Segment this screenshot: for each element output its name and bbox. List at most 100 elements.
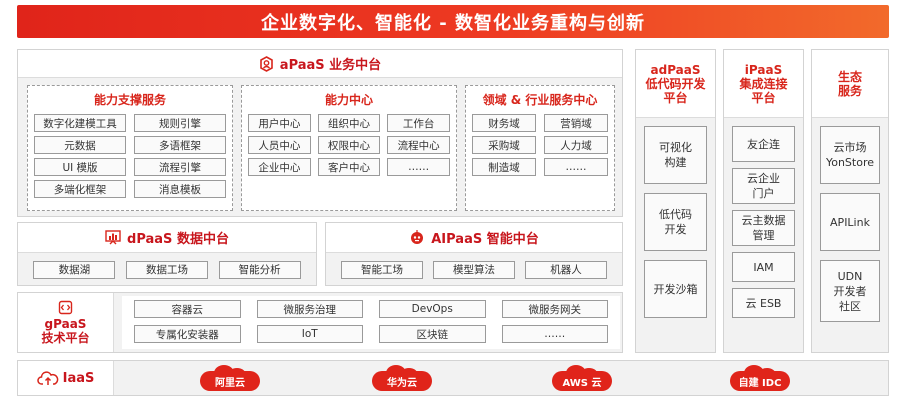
- aipaas-item: 模型算法: [433, 260, 515, 279]
- apaas-title: aPaaS 业务中台: [279, 58, 382, 73]
- ipaas-item-iam: IAM: [732, 252, 795, 282]
- center-item: 工作台: [387, 114, 450, 132]
- iaas-item-aliyun: 阿里云: [200, 365, 260, 391]
- ipaas-title-line: 平台: [751, 90, 776, 105]
- support-item: 元数据: [34, 136, 126, 154]
- support-item: UI 模版: [34, 158, 126, 176]
- iaas-item-idc: 自建 IDC: [730, 365, 790, 391]
- ipaas-item-line: 云 ESB: [745, 296, 782, 310]
- iaas-item-huawei: 华为云: [372, 365, 432, 391]
- ipaas-item-line: 管理: [752, 229, 775, 242]
- support-item: 多端化框架: [34, 180, 126, 198]
- gpaas-panel: gPaaS 技术平台 容器云 微服务治理 DevOps 微服务网关 专属化安装器…: [17, 292, 623, 353]
- ipaas-column: iPaaS 集成连接 平台 友企连 云企业门户 云主数据管理 IAM 云 ESB: [723, 49, 804, 353]
- center-item: 企业中心: [248, 158, 311, 176]
- ipaas-item-youqilian: 友企连: [732, 126, 795, 162]
- gpaas-title-line2: 技术平台: [41, 331, 90, 345]
- adpaas-column: adPaaS 低代码开发 平台 可视化构建 低代码开发 开发沙箱: [635, 49, 716, 353]
- app-icon: [259, 55, 273, 72]
- eco-title-line: 生态: [837, 69, 862, 84]
- center-item: 组织中心: [317, 114, 381, 132]
- eco-item-apilink: APILink: [820, 193, 880, 251]
- gpaas-item: ……: [501, 325, 608, 343]
- center-item: ……: [387, 158, 450, 176]
- gpaas-item: 区块链: [379, 325, 486, 343]
- adpaas-title-block: adPaaS 低代码开发 平台: [636, 50, 715, 118]
- eco-item-line: YonStore: [825, 156, 875, 169]
- support-item: 消息模板: [134, 180, 226, 198]
- iaas-item-label: 阿里云: [215, 377, 245, 389]
- adpaas-item-line: 开发沙箱: [653, 282, 698, 296]
- banner-title: 企业数字化、智能化 - 数智化业务重构与创新: [17, 5, 889, 38]
- domain-center-group: 领域 & 行业服务中心 财务域 营销域 采购域 人力域 制造域 ……: [465, 85, 615, 211]
- adpaas-item-line: 开发: [664, 223, 687, 236]
- gpaas-title-line1: gPaaS: [44, 317, 87, 331]
- ipaas-item-line: 云主数据: [741, 214, 786, 227]
- ipaas-item-esb: 云 ESB: [732, 288, 795, 318]
- robot-icon: [411, 229, 424, 244]
- ipaas-title-block: iPaaS 集成连接 平台: [724, 50, 803, 118]
- dpaas-panel: dPaaS 数据中台 数据湖 数据工场 智能分析: [17, 222, 317, 286]
- ipaas-item-mdm: 云主数据管理: [732, 210, 795, 246]
- capability-center-group: 能力中心 用户中心 组织中心 工作台 人员中心 权限中心 流程中心 企业中心 客…: [241, 85, 457, 211]
- eco-item-line: APILink: [830, 215, 870, 229]
- support-item: 多语框架: [134, 136, 226, 154]
- dpaas-item: 智能分析: [218, 260, 301, 279]
- center-item: 权限中心: [317, 136, 381, 154]
- eco-item-line: UDN: [837, 269, 863, 283]
- apaas-panel: aPaaS 业务中台 能力支撑服务 数字化建模工具 规则引擎 元数据 多语框架 …: [17, 49, 623, 217]
- adpaas-item-line: 低代码: [659, 208, 692, 221]
- domain-item: 营销域: [544, 114, 608, 132]
- ipaas-item-line: 友企连: [747, 137, 780, 151]
- aipaas-item: 机器人: [525, 260, 607, 279]
- support-item: 规则引擎: [134, 114, 226, 132]
- ipaas-title-line: 集成连接: [739, 76, 788, 91]
- gpaas-items: 容器云 微服务治理 DevOps 微服务网关 专属化安装器 IoT 区块链 ……: [122, 296, 620, 349]
- gpaas-title-block: gPaaS 技术平台: [18, 293, 114, 352]
- ipaas-item-line: 云企业: [747, 172, 780, 185]
- iaas-item-label: 自建 IDC: [738, 377, 782, 389]
- code-icon: [58, 300, 73, 315]
- ipaas-item-portal: 云企业门户: [732, 168, 795, 204]
- adpaas-item-low-code: 低代码开发: [644, 193, 707, 251]
- aipaas-title-bar: AIPaaS 智能中台: [326, 223, 622, 253]
- domain-item: 人力域: [544, 136, 608, 154]
- iaas-title-block: IaaS: [18, 361, 114, 395]
- adpaas-title-line: 平台: [663, 90, 688, 105]
- ipaas-item-line: IAM: [753, 260, 774, 274]
- eco-item-line: 社区: [839, 299, 861, 313]
- domain-item: 采购域: [472, 136, 536, 154]
- eco-title-block: 生态 服务: [812, 50, 888, 118]
- domain-item: ……: [544, 158, 608, 176]
- gpaas-item: 微服务网关: [501, 300, 608, 318]
- adpaas-item-line: 可视化: [659, 141, 692, 154]
- center-item: 用户中心: [248, 114, 311, 132]
- gpaas-item: 微服务治理: [256, 300, 363, 318]
- gpaas-item: IoT: [256, 325, 363, 343]
- iaas-panel: IaaS 阿里云 华为云 AWS 云 自建 IDC: [17, 360, 889, 396]
- iaas-item-label: 华为云: [387, 377, 417, 389]
- adpaas-item-visual-build: 可视化构建: [644, 126, 707, 184]
- capability-center-title: 能力中心: [324, 93, 373, 107]
- iaas-item-aws: AWS 云: [552, 365, 612, 391]
- center-item: 人员中心: [248, 136, 311, 154]
- adpaas-title-line: adPaaS: [650, 62, 701, 77]
- support-item: 流程引擎: [134, 158, 226, 176]
- domain-item: 财务域: [472, 114, 536, 132]
- eco-item-line: 开发者: [833, 284, 867, 298]
- center-item: 流程中心: [387, 136, 450, 154]
- adpaas-title-line: 低代码开发: [645, 76, 706, 91]
- domain-item: 制造域: [472, 158, 536, 176]
- dpaas-item: 数据工场: [125, 260, 208, 279]
- gpaas-item: 容器云: [134, 300, 241, 318]
- eco-title-line: 服务: [837, 83, 862, 98]
- dpaas-title: dPaaS 数据中台: [127, 232, 229, 247]
- aipaas-item: 智能工场: [341, 260, 423, 279]
- ipaas-title-line: iPaaS: [744, 62, 783, 77]
- domain-center-title: 领域 & 行业服务中心: [482, 93, 598, 107]
- gpaas-item: 专属化安装器: [134, 325, 241, 343]
- adpaas-item-line: 构建: [664, 156, 687, 169]
